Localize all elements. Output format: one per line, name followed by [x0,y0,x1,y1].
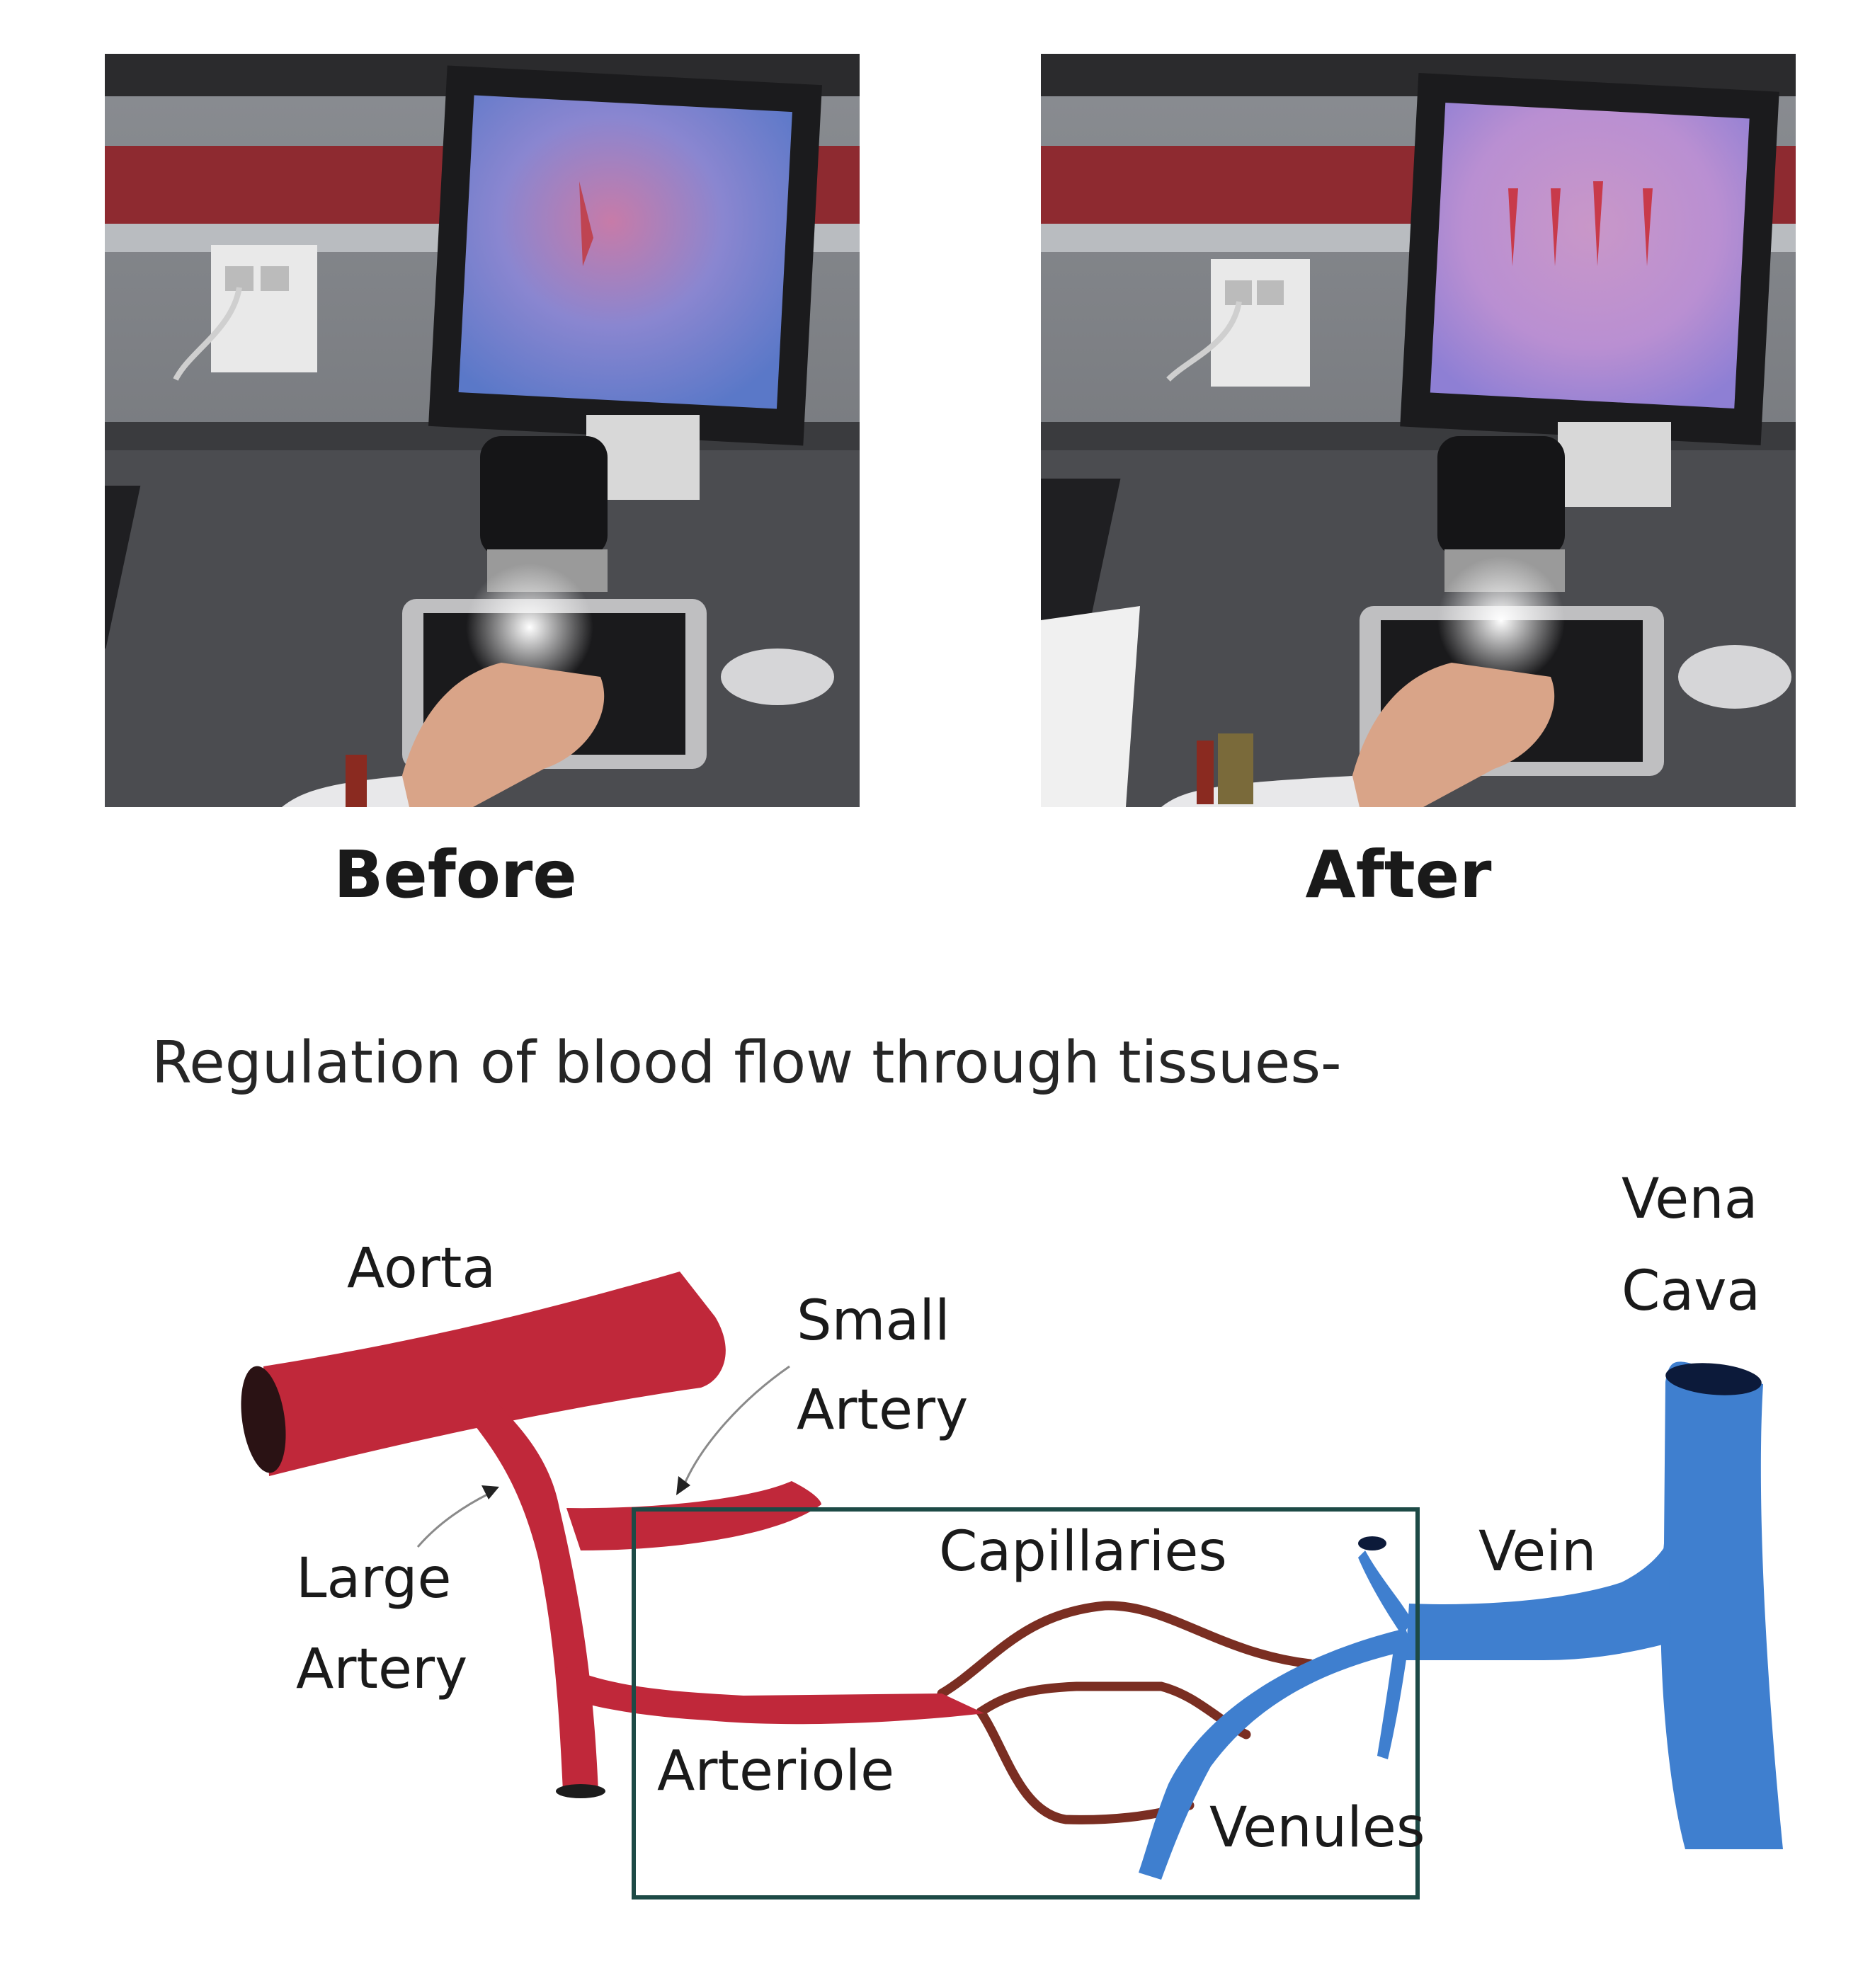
aorta-opening [241,1366,286,1473]
small-artery-arrowhead [676,1476,690,1495]
before-photo [105,54,860,807]
capillary-middle [976,1681,1251,1740]
pointer-arrows [416,1365,790,1548]
large-artery-arrow [416,1492,489,1548]
venule-upper-opening [1358,1536,1386,1550]
label-venules: Venules [1209,1796,1425,1860]
label-large-artery-line1: Large [296,1547,451,1611]
capillary-upper [937,1601,1315,1698]
before-caption: Before [334,837,577,913]
label-arteriole: Arteriole [657,1740,894,1803]
diagram-title: Regulation of blood flow through tissues… [152,1029,1342,1097]
label-large-artery-line2: Artery [296,1638,467,1701]
label-small-artery-line1: Small [797,1289,950,1353]
small-artery-arrow [682,1365,790,1487]
small-artery [566,1481,821,1550]
label-vein: Vein [1478,1520,1596,1584]
microcirculation-box [632,1507,1420,1900]
label-capillaries: Capillaries [939,1520,1227,1584]
label-vena-cava-line1: Vena [1622,1167,1758,1231]
label-vena-cava-line2: Cava [1622,1259,1760,1323]
venule-curved [1139,1628,1413,1880]
vena-cava-opening [1665,1363,1762,1395]
label-aorta: Aorta [347,1237,496,1301]
venous-tree [1139,1361,1783,1880]
after-photo [1041,54,1796,807]
vein [1406,1540,1671,1660]
blood-flow-diagram: Aorta Small Artery Large Artery Capillar… [241,1167,1783,1900]
label-small-artery-line2: Artery [797,1378,968,1442]
arteriole [566,1667,984,1725]
after-photo-illustration [1041,54,1796,807]
large-artery-arrowhead [481,1485,499,1499]
venule-upper [1358,1550,1413,1635]
large-artery-end [556,1784,605,1798]
vena-cava [1660,1361,1783,1849]
venule-lower [1377,1650,1408,1759]
after-caption: After [1305,837,1492,913]
aorta [263,1272,726,1476]
arterial-tree [241,1272,984,1798]
before-photo-illustration [105,54,860,807]
large-artery [467,1388,598,1791]
capillary-lower [976,1707,1195,1824]
